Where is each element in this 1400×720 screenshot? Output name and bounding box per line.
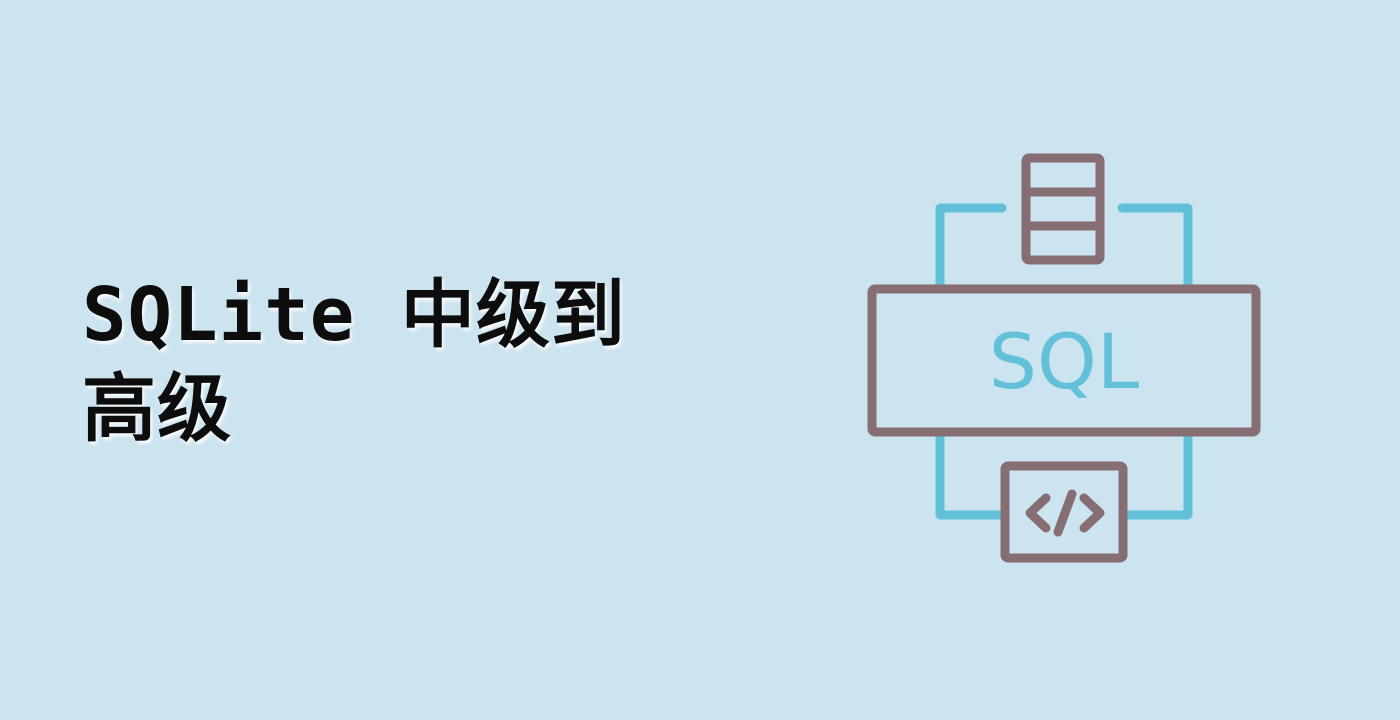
sql-box — [867, 284, 1261, 437]
sql-label: SQL — [989, 317, 1139, 406]
page-title: SQLite 中级到 高级 — [82, 268, 682, 456]
title-line-2: 高级 — [82, 366, 232, 452]
connector-top — [935, 203, 1193, 293]
code-icon — [1000, 461, 1128, 563]
connector-bottom — [935, 428, 1193, 520]
title-line-1: SQLite 中级到 — [82, 272, 626, 358]
database-icon — [1021, 153, 1105, 265]
sql-illustration: SQL — [867, 153, 1261, 563]
